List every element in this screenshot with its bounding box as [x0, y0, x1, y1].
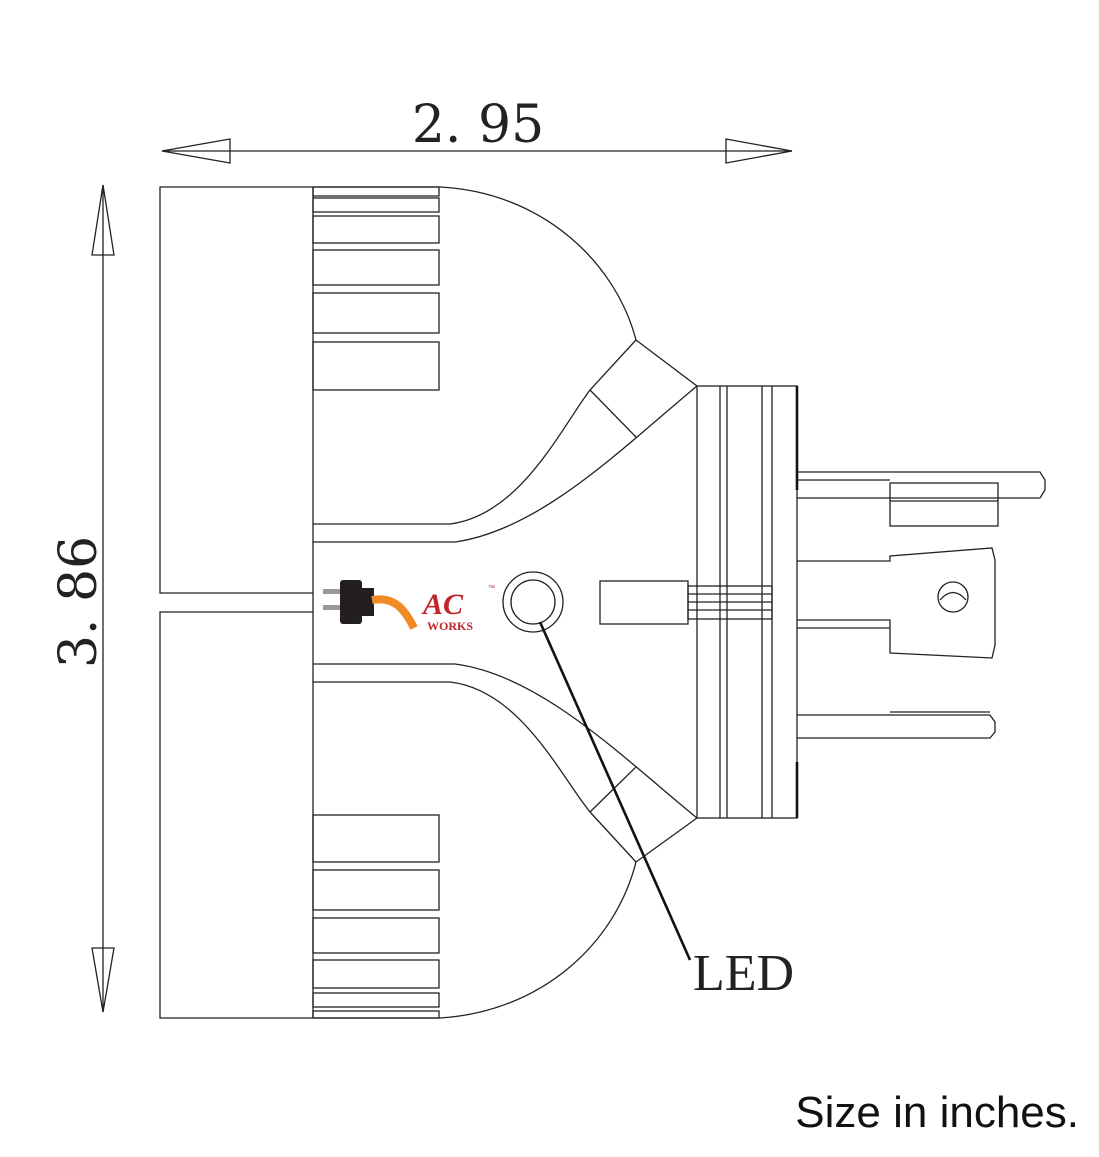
height-label: 3. 86	[49, 536, 109, 668]
plug-prongs	[797, 471, 1046, 739]
logo-sub: WORKS	[427, 619, 473, 633]
width-dimension: 2. 95	[161, 95, 793, 164]
width-label: 2. 95	[412, 95, 544, 155]
led-indicator: LED	[502, 571, 794, 1002]
cord-icon	[371, 595, 418, 630]
size-note: Size in inches.	[795, 1088, 1079, 1137]
adapter-body	[159, 186, 698, 1019]
plug-icon	[340, 580, 362, 624]
height-dimension: 3. 86	[49, 184, 115, 1013]
logo-tm: ™	[488, 585, 495, 592]
plug-housing	[599, 385, 799, 819]
acworks-logo: AC ™ WORKS	[323, 580, 495, 633]
logo-brand: AC	[421, 588, 464, 621]
led-label: LED	[693, 945, 794, 1002]
